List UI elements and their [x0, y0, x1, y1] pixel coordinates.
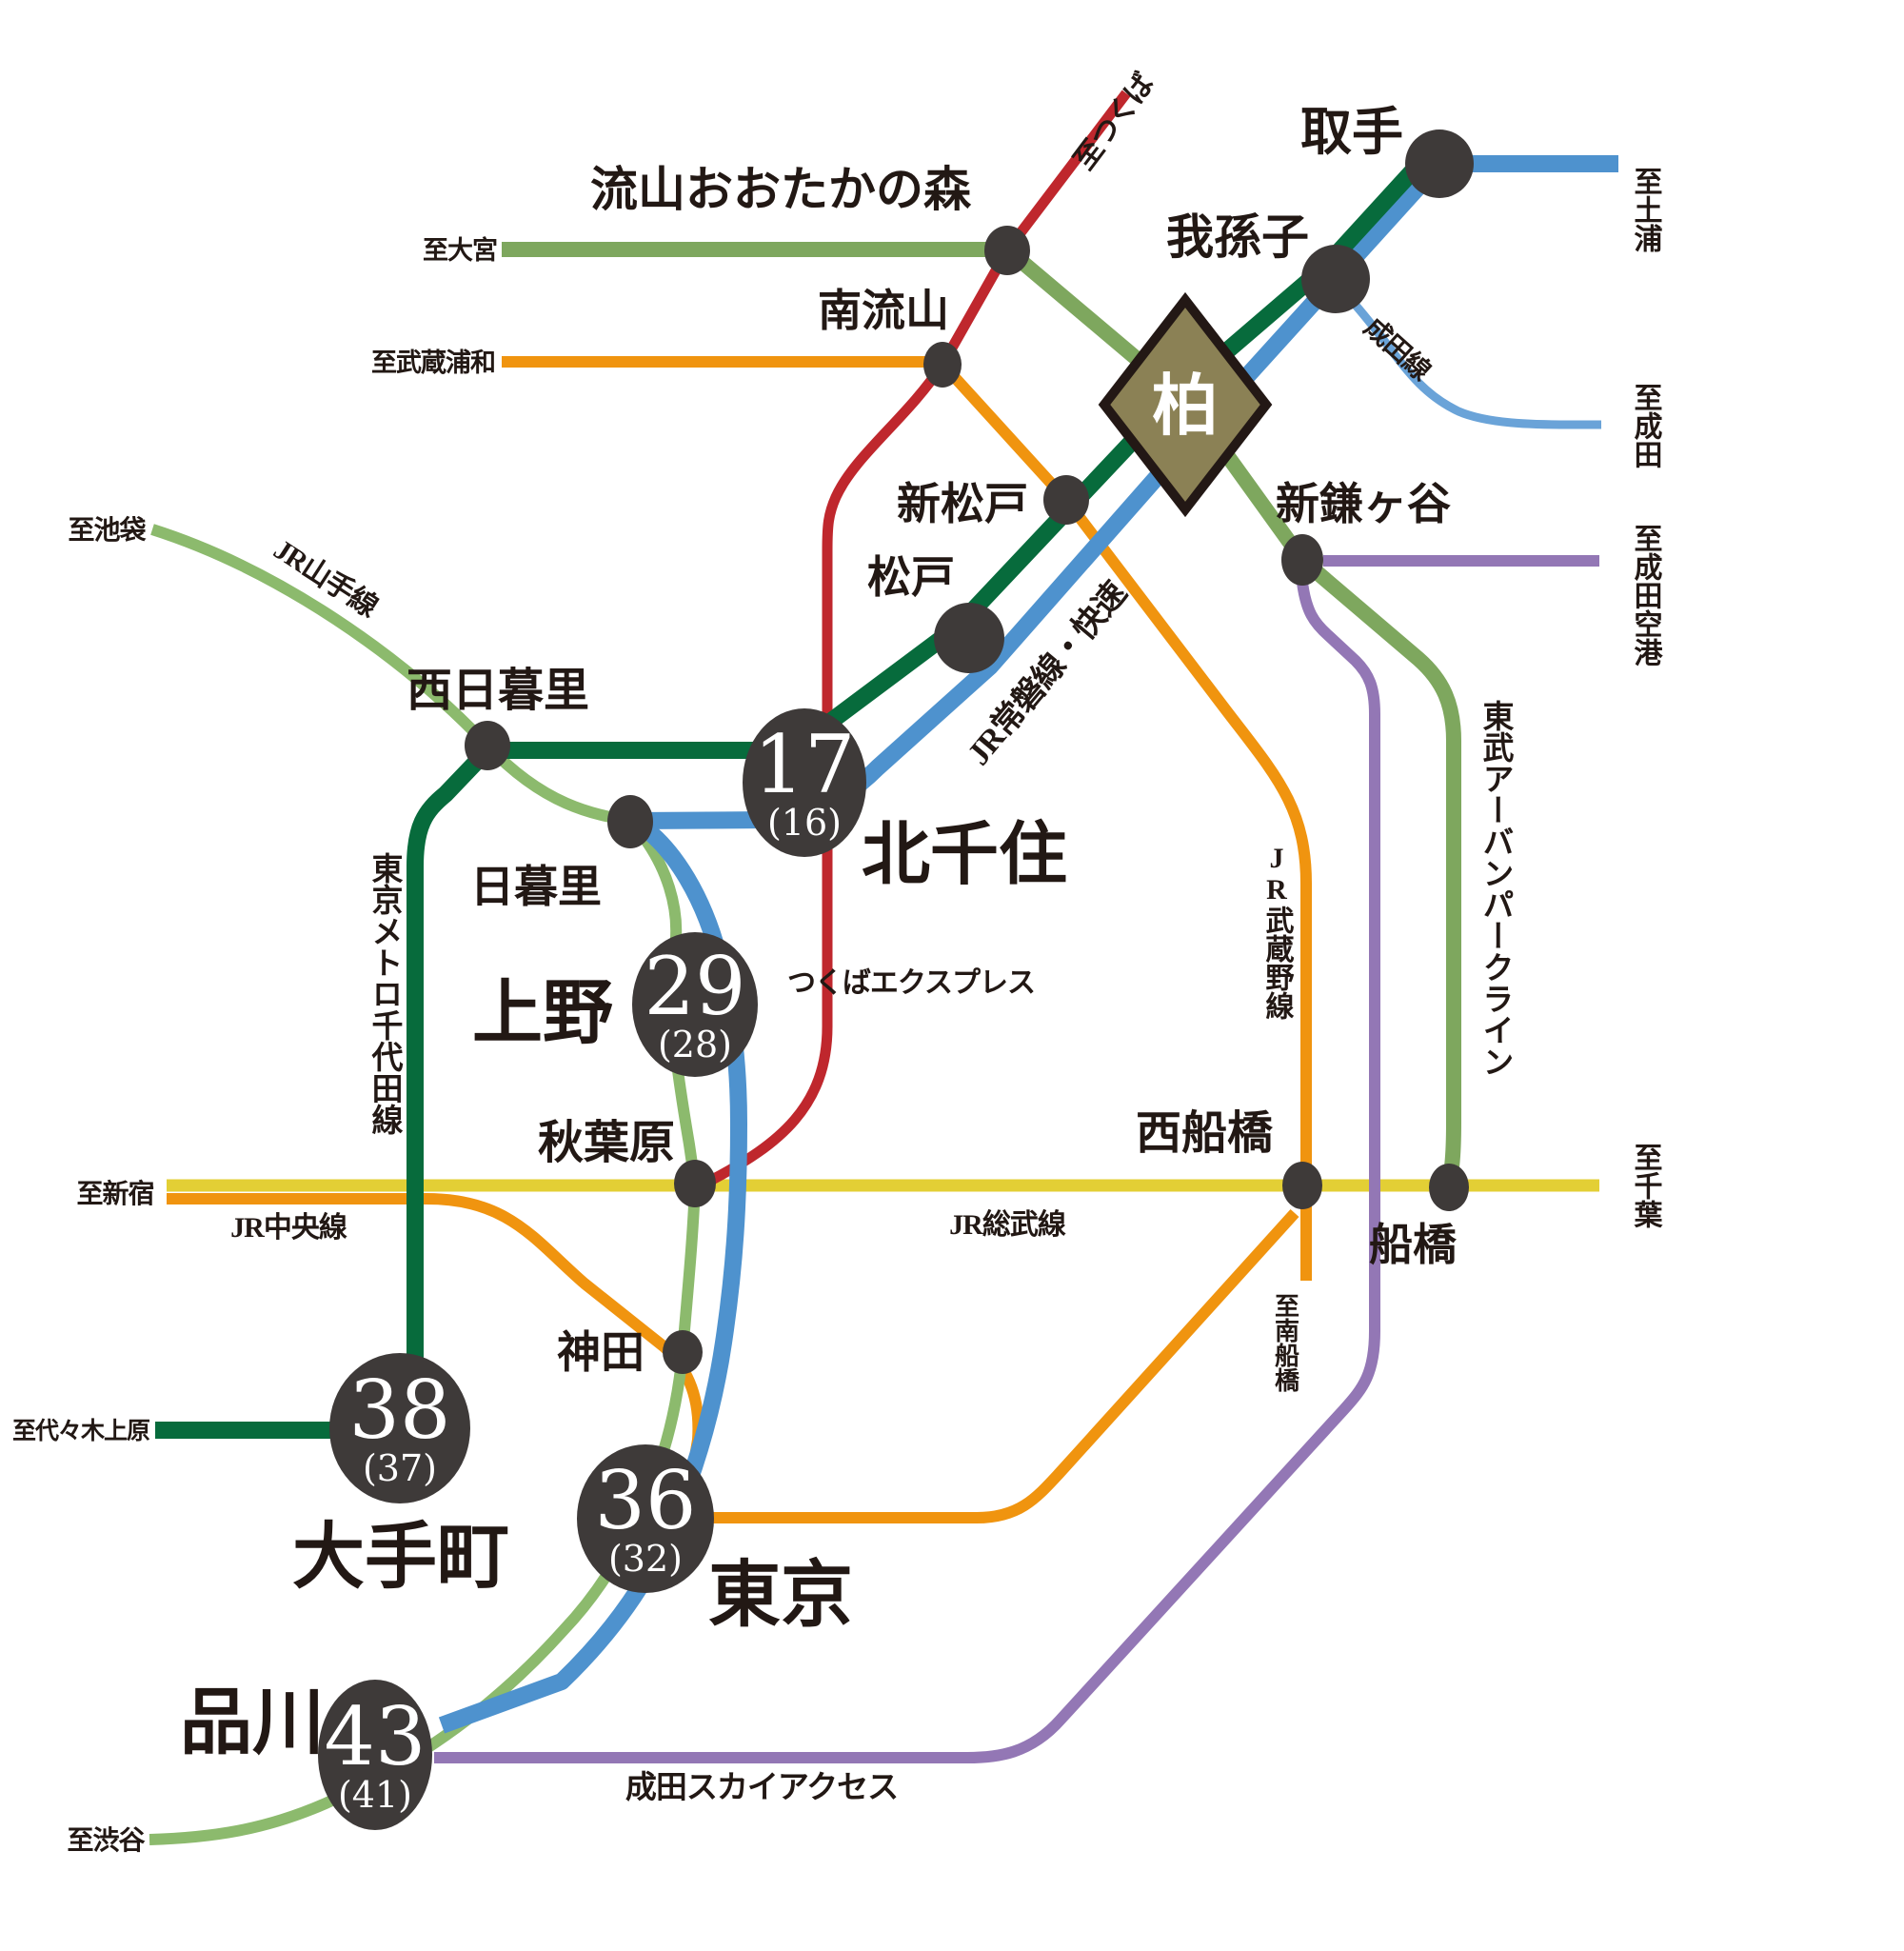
destination-label-musashi-urawa: 至武蔵浦和: [371, 348, 495, 377]
station-label-toride: 取手: [1300, 104, 1403, 161]
station-label-akihabara: 秋葉原: [538, 1118, 675, 1168]
station-dot-nippori: [607, 795, 653, 848]
station-label-nishi-funabashi: 西船橋: [1136, 1108, 1274, 1159]
station-label-ueno: 上野: [472, 973, 613, 1052]
station-dot-matsudo: [934, 603, 1004, 673]
station-label-kita-senju: 北千住: [862, 817, 1067, 893]
station-markers: [465, 129, 1474, 1374]
station-dot-minami-nagareyama: [923, 342, 962, 388]
line-chiyoda: [155, 148, 1435, 1439]
line-tsukuba-express: [709, 90, 1131, 1185]
station-label-funabashi: 船橋: [1369, 1220, 1457, 1269]
time-sub-otemachi: (37): [363, 1447, 437, 1489]
destination-label-ikebukuro: 至池袋: [68, 515, 147, 546]
destination-label-tsuchiura: 至土浦: [1630, 167, 1663, 252]
station-dot-nishi-funabashi: [1282, 1162, 1322, 1209]
time-circles: 17 (16) 29 (28) 38 (37) 36 (32) 43 (41): [318, 708, 866, 1830]
hub-kashiwa: 柏: [1098, 291, 1273, 518]
destination-label-narita-airport: 至成田空港: [1630, 524, 1663, 667]
time-main-shinagawa: 43: [325, 1690, 426, 1783]
station-dot-abiko: [1301, 245, 1370, 313]
station-dot-kanda: [663, 1330, 703, 1374]
station-label-otemachi: 大手町: [292, 1517, 509, 1598]
time-sub-shinagawa: (41): [338, 1774, 412, 1816]
time-circle-kita-senju: [743, 708, 866, 857]
time-main-tokyo: 36: [595, 1454, 697, 1547]
station-label-kanda: 神田: [557, 1327, 645, 1377]
station-label-abiko: 我孫子: [1166, 210, 1309, 264]
line-label-musashino: JR武蔵野線: [1261, 843, 1295, 1020]
station-label-nagareyama-otakanomori: 流山おおたかの森: [590, 163, 972, 216]
station-label-shin-matsudo: 新松戸: [897, 479, 1028, 528]
line-chuo-west: [167, 1193, 704, 1475]
destination-label-minami-funabashi: 至南船橋: [1272, 1293, 1299, 1393]
line-label-tsukuba-express: つくばエクスプレス: [787, 967, 1035, 999]
destination-label-shinjuku: 至新宿: [76, 1178, 153, 1209]
station-dot-shin-kamagaya: [1281, 534, 1323, 586]
station-label-shinagawa: 品川: [180, 1682, 325, 1763]
hub-kashiwa-label: 柏: [1152, 368, 1219, 443]
station-dot-akihabara: [674, 1160, 716, 1207]
destination-label-shibuya: 至渋谷: [67, 1825, 146, 1856]
line-label-chuo: JR中央線: [230, 1211, 347, 1244]
time-main-ueno: 29: [645, 940, 746, 1033]
destination-label-chiba: 至千葉: [1630, 1143, 1664, 1228]
line-narita: [1348, 298, 1601, 429]
destination-label-narita: 至成田: [1630, 383, 1663, 468]
station-dot-toride: [1405, 129, 1474, 198]
station-dot-shin-matsudo: [1043, 475, 1089, 525]
time-main-otemachi: 38: [349, 1364, 451, 1457]
line-label-sobu: JR総武線: [949, 1208, 1066, 1241]
time-circle-otemachi: [329, 1353, 470, 1503]
station-label-nishi-nippori: 西日暮里: [407, 666, 589, 716]
time-main-kita-senju: 17: [754, 718, 856, 811]
time-circle-ueno: [632, 932, 758, 1077]
line-musashino: [502, 356, 1312, 1281]
station-dot-nagareyama-otakanomori: [984, 226, 1030, 275]
station-label-minami-nagareyama: 南流山: [818, 286, 949, 335]
time-circle-shinagawa: [318, 1680, 432, 1830]
time-sub-kita-senju: (16): [767, 802, 842, 844]
line-sky-access: [434, 582, 1380, 1763]
time-sub-ueno: (28): [658, 1024, 732, 1065]
station-dot-funabashi: [1429, 1164, 1469, 1211]
station-dot-nishi-nippori: [465, 721, 510, 770]
station-label-tokyo: 東京: [708, 1555, 853, 1636]
time-circle-tokyo: [577, 1444, 714, 1593]
line-label-sky-access: 成田スカイアクセス: [625, 1770, 898, 1805]
station-label-nippori: 日暮里: [470, 862, 602, 911]
hub-kashiwa-marker: [1098, 291, 1273, 518]
station-label-matsudo: 松戸: [867, 552, 955, 602]
line-keiyo-connection: [712, 1208, 1299, 1523]
destination-label-omiya: 至大宮: [423, 235, 497, 265]
line-label-tobu-urban-park: 東武アーバンパークライン: [1478, 700, 1515, 1077]
destination-label-yoyogi-uehara: 至代々木上原: [12, 1418, 150, 1444]
time-sub-tokyo: (32): [608, 1538, 683, 1580]
destination-label-tsukuba: 至つくば: [1068, 68, 1160, 175]
station-labels: 取手 我孫子 流山おおたかの森 南流山 新松戸 松戸 新鎌ヶ谷 北千住 西日暮里…: [180, 104, 1457, 1763]
line-label-narita: 成田線: [1359, 311, 1438, 387]
station-label-shin-kamagaya: 新鎌ヶ谷: [1276, 479, 1451, 528]
line-label-chiyoda: 東京メトロ千代田線: [367, 852, 405, 1135]
